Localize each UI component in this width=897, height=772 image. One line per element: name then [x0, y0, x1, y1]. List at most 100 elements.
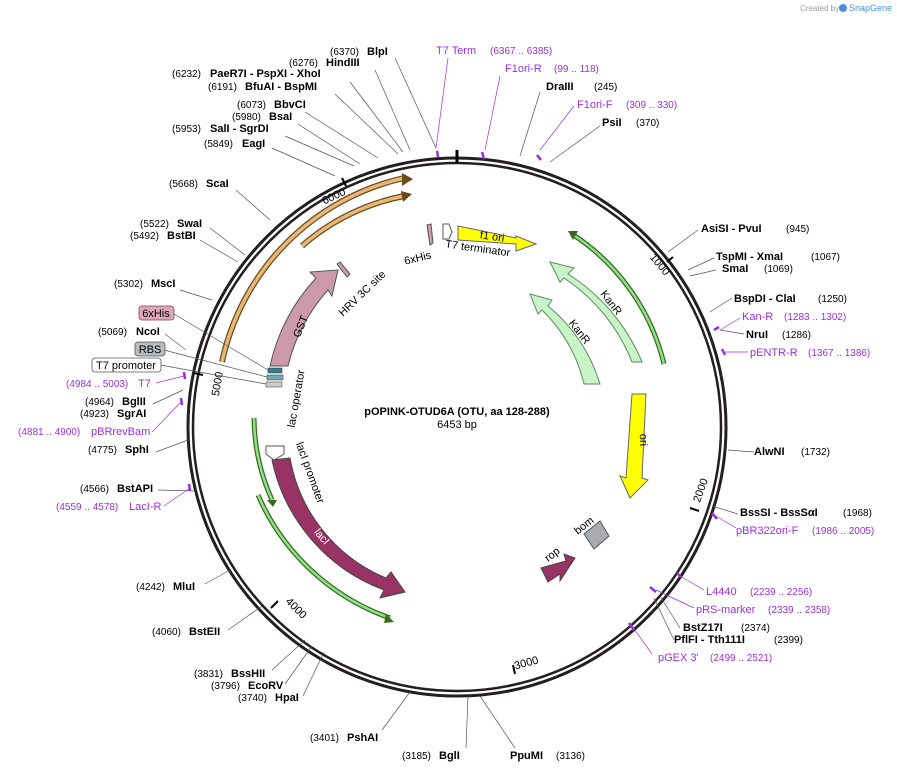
- enz-name-bsai: BsaI: [269, 111, 292, 123]
- enz-name-psii: PsiI: [602, 117, 622, 129]
- enz-name-clai: BspDI - ClaI: [734, 293, 796, 305]
- primer-pos-f1ori-f: (309 .. 330): [626, 100, 677, 111]
- credit-prefix: Created by: [800, 4, 839, 13]
- enz-pos-bspmi: (6191): [208, 82, 237, 93]
- enz-pos-pshai: (3401): [310, 733, 339, 744]
- leader-psii: [549, 125, 601, 163]
- primer-pos-prs-marker: (2339 .. 2358): [768, 605, 830, 616]
- green-arrow-right-head: [568, 231, 578, 240]
- primer-pos-f1ori-r: (99 .. 118): [554, 64, 599, 75]
- enz-name-nrui: NruI: [746, 329, 768, 341]
- leader-prs-marker: [655, 589, 695, 609]
- enz-pos-xmai: (1067): [811, 252, 840, 263]
- primer-pos-pbrrevbam: (4881 .. 4900): [18, 427, 80, 438]
- ori-label: ori: [637, 434, 649, 447]
- ori-arrow: [619, 393, 649, 499]
- enz-name-bstz17i: BstZ17I: [683, 622, 723, 634]
- enz-pos-hindiii: (6276): [289, 58, 318, 69]
- orange-arrow-inner: [300, 194, 405, 248]
- enz-pos-alwni: (1732): [801, 447, 830, 458]
- primer-pos-pbr322ori-f: (1986 .. 2005): [812, 526, 874, 537]
- leader-clai: [709, 297, 733, 313]
- lac-operator-box-2: [266, 374, 284, 381]
- kanr-arrow-outer: [549, 261, 643, 363]
- orange-arrow-outer-head: [402, 173, 413, 186]
- kanr-arrow-inner: [529, 293, 601, 385]
- tick-5000: [193, 372, 204, 376]
- primer-tick-f1ori-r: [480, 151, 486, 160]
- enz-pos-pvui: (945): [786, 224, 809, 235]
- enz-pos-bbvci: (6073): [237, 100, 266, 111]
- leader-pvui: [667, 229, 699, 253]
- enz-pos-msci: (5302): [114, 279, 143, 290]
- enz-pos-smai: (1069): [764, 264, 793, 275]
- tick-label-3000: 3000: [513, 654, 540, 672]
- tick-label-5000: 5000: [210, 371, 226, 397]
- primer-name-l4440: L4440: [706, 586, 737, 598]
- primer-name-t7term: T7 Term: [436, 45, 476, 57]
- primer-name-prs-marker: pRS-marker: [696, 604, 756, 616]
- enz-pos-clai: (1250): [818, 294, 847, 305]
- enz-name-eagi: EagI: [242, 138, 265, 150]
- leader-kan-r: [719, 317, 741, 331]
- six-his-feature-label: 6xHis: [403, 249, 433, 267]
- enz-pos-sphi: (4775): [88, 445, 117, 456]
- enz-name-ppumi: PpuMI: [510, 750, 543, 762]
- enz-name-xhoi: PaeR7I - PspXI - XhoI: [210, 68, 321, 80]
- leader-ppumi: [479, 695, 516, 749]
- primer-pos-t7term: (6367 .. 6385): [490, 46, 552, 57]
- enz-pos-bsai: (5980): [232, 112, 261, 123]
- enz-name-bstapi: BstAPI: [117, 483, 153, 495]
- enz-pos-nrui: (1286): [782, 330, 811, 341]
- six-his-box: [138, 305, 175, 321]
- primer-name-kan-r: Kan-R: [742, 311, 773, 323]
- green-arrow-long-border: [255, 494, 391, 621]
- enz-pos-swai: (5522): [140, 219, 169, 230]
- enz-name-xmai: TspMI - XmaI: [716, 251, 783, 263]
- primer-name-f1ori-f: F1ori-F: [577, 99, 613, 111]
- primer-pos-kan-r: (1283 .. 1302): [784, 312, 846, 323]
- primer-name-pentr-r: pENTR-R: [750, 347, 798, 359]
- enz-name-bstbi: BstBI: [167, 230, 196, 242]
- enz-pos-mlui: (4242): [136, 582, 165, 593]
- credit-brand: SnapGene: [849, 3, 892, 13]
- green-arrow-long: [256, 494, 391, 620]
- hrv-3c-label: HRV 3C site: [337, 269, 389, 320]
- rbs-box-label: RBS: [139, 344, 162, 356]
- enz-name-sali: SalI - SgrDI: [210, 123, 269, 135]
- primer-pos-pentr-r: (1367 .. 1386): [808, 348, 870, 359]
- leader-ecorv: [284, 645, 313, 685]
- enz-pos-xhoi: (6232): [172, 69, 201, 80]
- f1-ori-label: f1 ori: [479, 229, 505, 244]
- primer-labels: T7 Term (6367 .. 6385) F1ori-R (99 .. 11…: [18, 45, 874, 664]
- leader-bstbi: [199, 239, 239, 263]
- leader-t7: [155, 375, 185, 384]
- primer-ticks: [179, 150, 727, 631]
- leader-bbvci: [304, 111, 379, 159]
- primer-tick-t7: [182, 371, 187, 380]
- laci-arrow: [271, 457, 406, 599]
- leader-bstapi: [157, 489, 197, 492]
- leader-msci: [179, 289, 213, 301]
- primer-name-pgex3: pGEX 3': [658, 652, 699, 664]
- tick-6000: [341, 177, 347, 187]
- orange-arrow-inner-head: [401, 191, 412, 202]
- primer-name-pbr322ori-f: pBR322ori-F: [736, 525, 799, 537]
- enz-name-msci: MscI: [151, 278, 175, 290]
- leader-bsai: [297, 123, 361, 165]
- enz-pos-bstapi: (4566): [80, 484, 109, 495]
- leader-bspmi: [334, 93, 399, 155]
- enz-pos-ppumi: (3136): [556, 751, 585, 762]
- tick-3000: [512, 664, 516, 675]
- leader-lines: [151, 57, 755, 749]
- enz-name-bglii: BglII: [122, 396, 146, 408]
- leader-bsshii: [271, 639, 306, 671]
- enz-name-hindiii: HindIII: [326, 57, 360, 69]
- enz-name-pshai: PshAI: [347, 732, 378, 744]
- tick-4000: [270, 600, 279, 609]
- green-arrow-long-head: [384, 614, 394, 623]
- enz-pos-tth111i: (2399): [774, 635, 803, 646]
- green-arrow-right: [571, 232, 666, 365]
- enz-name-hpai: HpaI: [275, 692, 299, 704]
